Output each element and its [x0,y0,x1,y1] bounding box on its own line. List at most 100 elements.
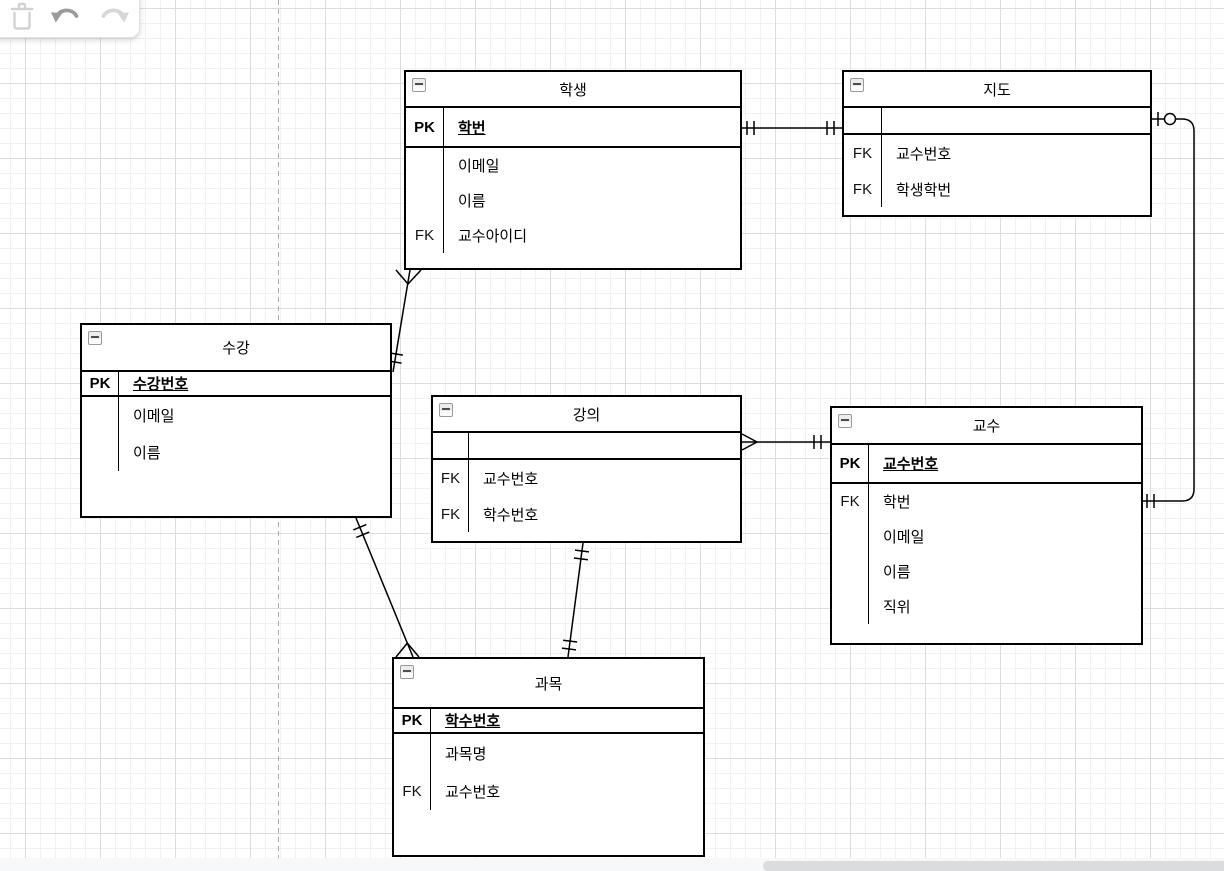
key-type-cell: PK [82,372,119,395]
attr-name: 학생학번 [896,181,952,199]
relationship-line [355,517,414,658]
attr-name: 이름 [133,445,161,462]
entity-title: 교수 [972,418,1001,435]
undo-icon [51,8,79,23]
cardinality-tick [574,549,590,553]
attr-name-cell: 이름 [119,442,390,463]
attr-name: 이름 [883,564,911,581]
cardinality-tick [561,647,577,651]
edge-lecture-subject[interactable] [561,542,590,658]
attr-name-cell: 수강번호 [119,373,390,394]
entity-key-row[interactable]: PK 교수번호 [832,445,1141,484]
redo-icon [101,8,129,23]
key-type-cell [832,554,869,589]
edge-lecture-professor[interactable] [741,433,830,451]
attr-name-cell: 과목명 [431,743,703,764]
key-type-cell [433,433,469,458]
entity-key-row[interactable] [844,108,1150,135]
entity-attr-row[interactable]: 이메일 [406,148,740,183]
attr-name-cell: 교수번호 [431,781,703,802]
trash-icon [10,2,34,30]
entity-title: 수강 [222,340,250,357]
attr-name: 이메일 [883,529,925,546]
horizontal-scrollbar-thumb[interactable] [763,861,1224,871]
attr-name: 교수번호 [445,783,501,801]
key-type-cell [394,734,431,772]
edge-advising-professor[interactable] [1143,112,1195,508]
redo-button[interactable] [97,0,129,33]
key-type-cell: PK [394,709,431,732]
entity-attr-row[interactable]: 이름 [406,183,740,218]
key-type-cell: FK [844,135,882,171]
collapse-icon[interactable] [850,78,864,92]
attr-name-cell: 교수번호 [882,143,1150,164]
attr-name-cell: 학생학번 [882,179,1150,200]
attr-name: 교수번호 [883,456,939,473]
entity-attr-row[interactable]: 이름 [82,434,390,471]
entity-attr-row[interactable]: 직위 [832,589,1141,624]
crow-foot-marker [741,433,759,451]
collapse-icon[interactable] [400,665,414,679]
edge-student-advising[interactable] [742,121,842,135]
minus-glyph [442,407,450,410]
key-type-cell [832,519,869,554]
relationship-line [392,269,411,373]
attr-name: 교수아이디 [458,228,528,245]
key-type-cell: FK [433,460,469,496]
edge-enrollment-subject[interactable] [353,517,420,658]
entity-attr-row[interactable]: 과목명 [394,734,703,772]
entity-key-row[interactable] [433,433,740,460]
attr-name-cell: 교수아이디 [444,225,740,246]
attr-name: 교수번호 [896,145,952,163]
entity-header: 과목 [394,659,703,709]
cardinality-tick [356,531,370,539]
undo-button[interactable] [51,0,83,33]
entity-key-row[interactable]: PK 수강번호 [82,372,390,397]
key-type-cell: PK [832,445,869,482]
attr-name-cell: 교수번호 [869,453,1141,474]
collapse-icon[interactable] [439,403,453,417]
key-type-cell: FK [844,171,882,207]
entity-attr-row[interactable]: 이메일 [82,397,390,434]
attr-name: 수강번호 [133,376,189,393]
collapse-icon[interactable] [838,414,852,428]
attr-name: 직위 [883,599,911,616]
cardinality-tick [563,639,578,643]
entity-attr-row[interactable]: 이름 [832,554,1141,589]
entity-attr-row[interactable]: FK 교수번호 [844,135,1150,171]
edge-student-enrollment[interactable] [387,269,422,373]
attr-name-cell: 이메일 [869,526,1141,547]
entity-attr-row[interactable]: 이메일 [832,519,1141,554]
entity-header: 강의 [433,397,740,433]
collapse-icon[interactable] [412,78,426,92]
entity-header: 수강 [82,325,390,372]
minus-glyph [853,82,861,85]
entity-attr-row[interactable]: FK 학생학번 [844,171,1150,207]
attr-name-cell: 이름 [869,561,1141,582]
attr-name-cell: 학수번호 [469,504,740,525]
entity-header: 교수 [832,408,1141,445]
attr-name-cell: 학번 [444,117,740,138]
delete-button[interactable] [7,0,37,33]
attr-name: 이름 [458,193,486,210]
cardinality-zero-circle [1163,112,1177,126]
collapse-icon[interactable] [88,331,102,345]
entity-title: 학생 [559,81,587,99]
horizontal-scrollbar-track[interactable] [0,858,1224,871]
